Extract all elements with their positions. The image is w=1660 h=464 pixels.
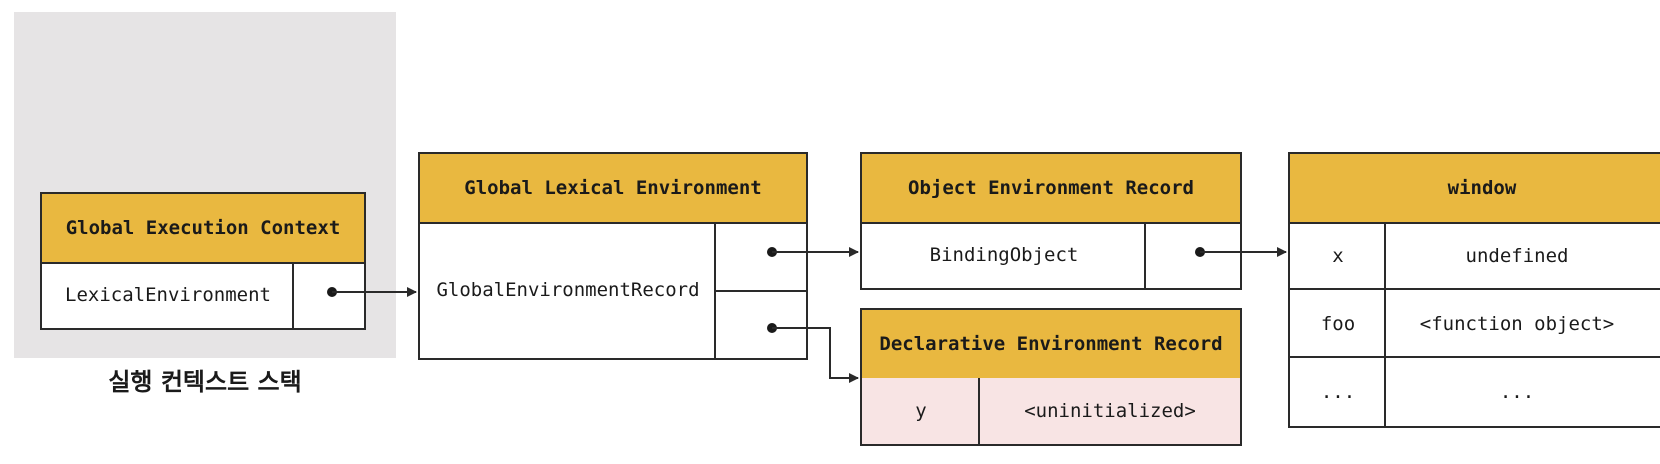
global-execution-context-title: Global Execution Context bbox=[42, 194, 364, 264]
object-environment-record-title: Object Environment Record bbox=[862, 154, 1240, 224]
binding-object-field: BindingObject bbox=[929, 244, 1079, 266]
window-object-title: window bbox=[1290, 154, 1660, 224]
column-divider bbox=[1384, 222, 1386, 426]
row-divider bbox=[1290, 356, 1660, 358]
arrow-declarative-environment-record bbox=[767, 323, 859, 383]
window-property-value: undefined bbox=[1465, 245, 1569, 267]
declarative-environment-record-title: Declarative Environment Record bbox=[862, 310, 1240, 380]
global-lexical-environment: Global Lexical Environment GlobalEnviron… bbox=[418, 152, 808, 360]
cell-divider bbox=[1144, 222, 1146, 288]
lexical-environment-field: LexicalEnvironment bbox=[65, 284, 271, 306]
cell-divider bbox=[978, 378, 980, 444]
cell-divider bbox=[714, 290, 806, 292]
declarative-environment-record: Declarative Environment Record y <uninit… bbox=[860, 308, 1242, 446]
window-property-name: ... bbox=[1320, 381, 1356, 403]
global-environment-record-field: GlobalEnvironmentRecord bbox=[436, 279, 700, 301]
cell-divider bbox=[292, 262, 294, 328]
object-environment-record: Object Environment Record BindingObject bbox=[860, 152, 1242, 290]
execution-context-stack-label: 실행 컨텍스트 스택 bbox=[108, 368, 302, 396]
arrow-lexical-environment bbox=[327, 287, 417, 297]
window-property-value: ... bbox=[1499, 381, 1535, 403]
binding-value-y: <uninitialized> bbox=[980, 378, 1240, 444]
arrow-object-environment-record bbox=[767, 247, 859, 257]
window-property-value: <function object> bbox=[1419, 313, 1615, 335]
row-divider bbox=[1290, 288, 1660, 290]
window-property-name: foo bbox=[1320, 313, 1356, 335]
global-lexical-environment-title: Global Lexical Environment bbox=[420, 154, 806, 224]
arrow-binding-object-window bbox=[1195, 247, 1287, 257]
window-object: window x undefined foo <function object>… bbox=[1288, 152, 1660, 428]
binding-name-y: y bbox=[862, 378, 980, 444]
global-execution-context: Global Execution Context LexicalEnvironm… bbox=[40, 192, 366, 330]
window-property-name: x bbox=[1332, 245, 1344, 267]
